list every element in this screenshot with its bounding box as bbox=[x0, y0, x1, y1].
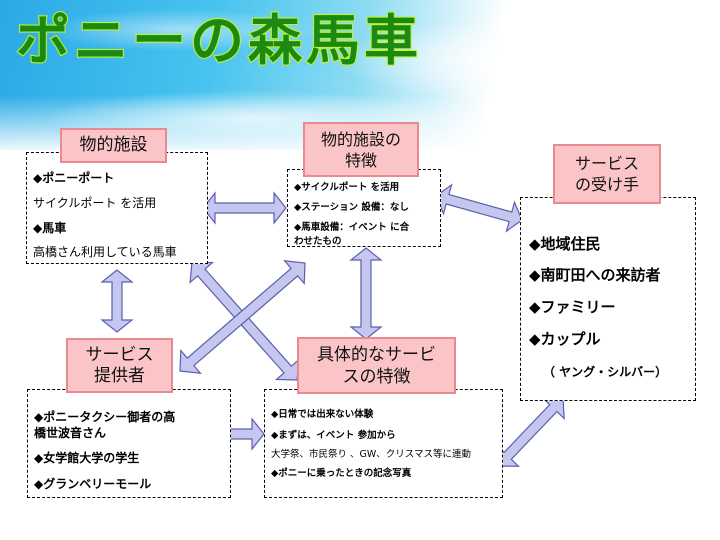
recipient-item-family: ◆ファミリー bbox=[529, 298, 616, 316]
facility-item-pony-port: ◆ポニーポート bbox=[33, 171, 115, 185]
arrow-facility-to-features bbox=[202, 191, 287, 225]
service-recipients-label-line1: サービス bbox=[574, 154, 639, 173]
physical-facility-label: 物的施設 bbox=[60, 128, 167, 163]
feature-item-cycleport: ◆サイクルポート を活用 bbox=[294, 182, 400, 193]
facility-item-takahashi-carriage: 高橋さん利用している馬車 bbox=[33, 245, 177, 259]
provider-item-pony-taxi: ◆ポニータクシー御者の高 bbox=[34, 410, 176, 424]
provider-item-granberry-mall: ◆グランベリーモール bbox=[34, 477, 152, 491]
facility-features-label-line2: 特徴 bbox=[344, 150, 377, 170]
service-recipients-label: サービス の受け手 bbox=[553, 144, 661, 204]
arrow-facility-to-providers bbox=[100, 269, 134, 333]
recipient-item-visitors: ◆南町田への来訪者 bbox=[529, 266, 661, 284]
feature-item-carriage-equipment: ◆馬車設備：イベント に合 bbox=[294, 222, 410, 233]
facility-item-carriage: ◆馬車 bbox=[33, 221, 67, 235]
service-recipients-box: ◆地域住民 ◆南町田への来訪者 ◆ファミリー ◆カップル （ ヤング・シルバー） bbox=[520, 197, 696, 401]
arrow-features-to-recipients bbox=[435, 183, 523, 233]
service-features-box: ◆日常では出来ない体験 ◆まずは、イベント 参加から 大学祭、市民祭り 、GW、… bbox=[264, 389, 503, 498]
facility-features-label: 物的施設の 特徴 bbox=[303, 122, 419, 177]
service-feature-events: ◆まずは、イベント 参加から bbox=[271, 430, 396, 441]
facility-item-cycleport: サイクルポート を活用 bbox=[33, 196, 157, 210]
arrow-service-features-to-recipients bbox=[496, 397, 565, 467]
facility-features-box: ◆サイクルポート を活用 ◆ステーション 設備：なし ◆馬車設備：イベント に合… bbox=[287, 169, 441, 247]
service-features-label-line1: 具体的なサービ bbox=[317, 344, 436, 365]
physical-facility-box: ◆ポニーポート サイクルポート を活用 ◆馬車 高橋さん利用している馬車 bbox=[26, 152, 208, 264]
arrow-providers-to-features bbox=[179, 260, 306, 374]
feature-item-station: ◆ステーション 設備：なし bbox=[294, 202, 409, 213]
facility-features-label-line1: 物的施設の bbox=[320, 129, 401, 149]
page-title: ポニーの森馬車 bbox=[15, 9, 422, 72]
service-feature-photo: ◆ポニーに乗ったときの記念写真 bbox=[271, 468, 412, 479]
provider-item-pony-taxi-cont: 橋世波音さん bbox=[34, 426, 107, 440]
service-providers-label: サービス 提供者 bbox=[66, 338, 173, 393]
recipient-item-young-silver: （ ヤング・シルバー） bbox=[543, 365, 668, 379]
service-providers-label-line2: 提供者 bbox=[94, 365, 145, 386]
service-providers-box: ◆ポニータクシー御者の高 橋世波音さん ◆女学館大学の学生 ◆グランベリーモール bbox=[27, 389, 231, 498]
arrow-features-to-service-features bbox=[349, 247, 383, 340]
service-features-label: 具体的なサービ スの特徴 bbox=[297, 337, 456, 394]
physical-facility-label-text: 物的施設 bbox=[79, 135, 148, 155]
service-features-label-line2: スの特徴 bbox=[342, 366, 411, 387]
recipient-item-local-residents: ◆地域住民 bbox=[529, 235, 601, 253]
service-feature-linked-events: 大学祭、市民祭り 、GW、クリスマス等に連動 bbox=[271, 449, 471, 460]
service-feature-unusual-experience: ◆日常では出来ない体験 bbox=[271, 409, 374, 420]
service-recipients-label-line2: の受け手 bbox=[574, 175, 639, 194]
feature-item-carriage-equipment-cont: わせたもの bbox=[294, 236, 342, 247]
provider-item-students: ◆女学館大学の学生 bbox=[34, 451, 140, 465]
recipient-item-couple: ◆カップル bbox=[529, 330, 601, 348]
service-providers-label-line1: サービス bbox=[85, 344, 154, 365]
